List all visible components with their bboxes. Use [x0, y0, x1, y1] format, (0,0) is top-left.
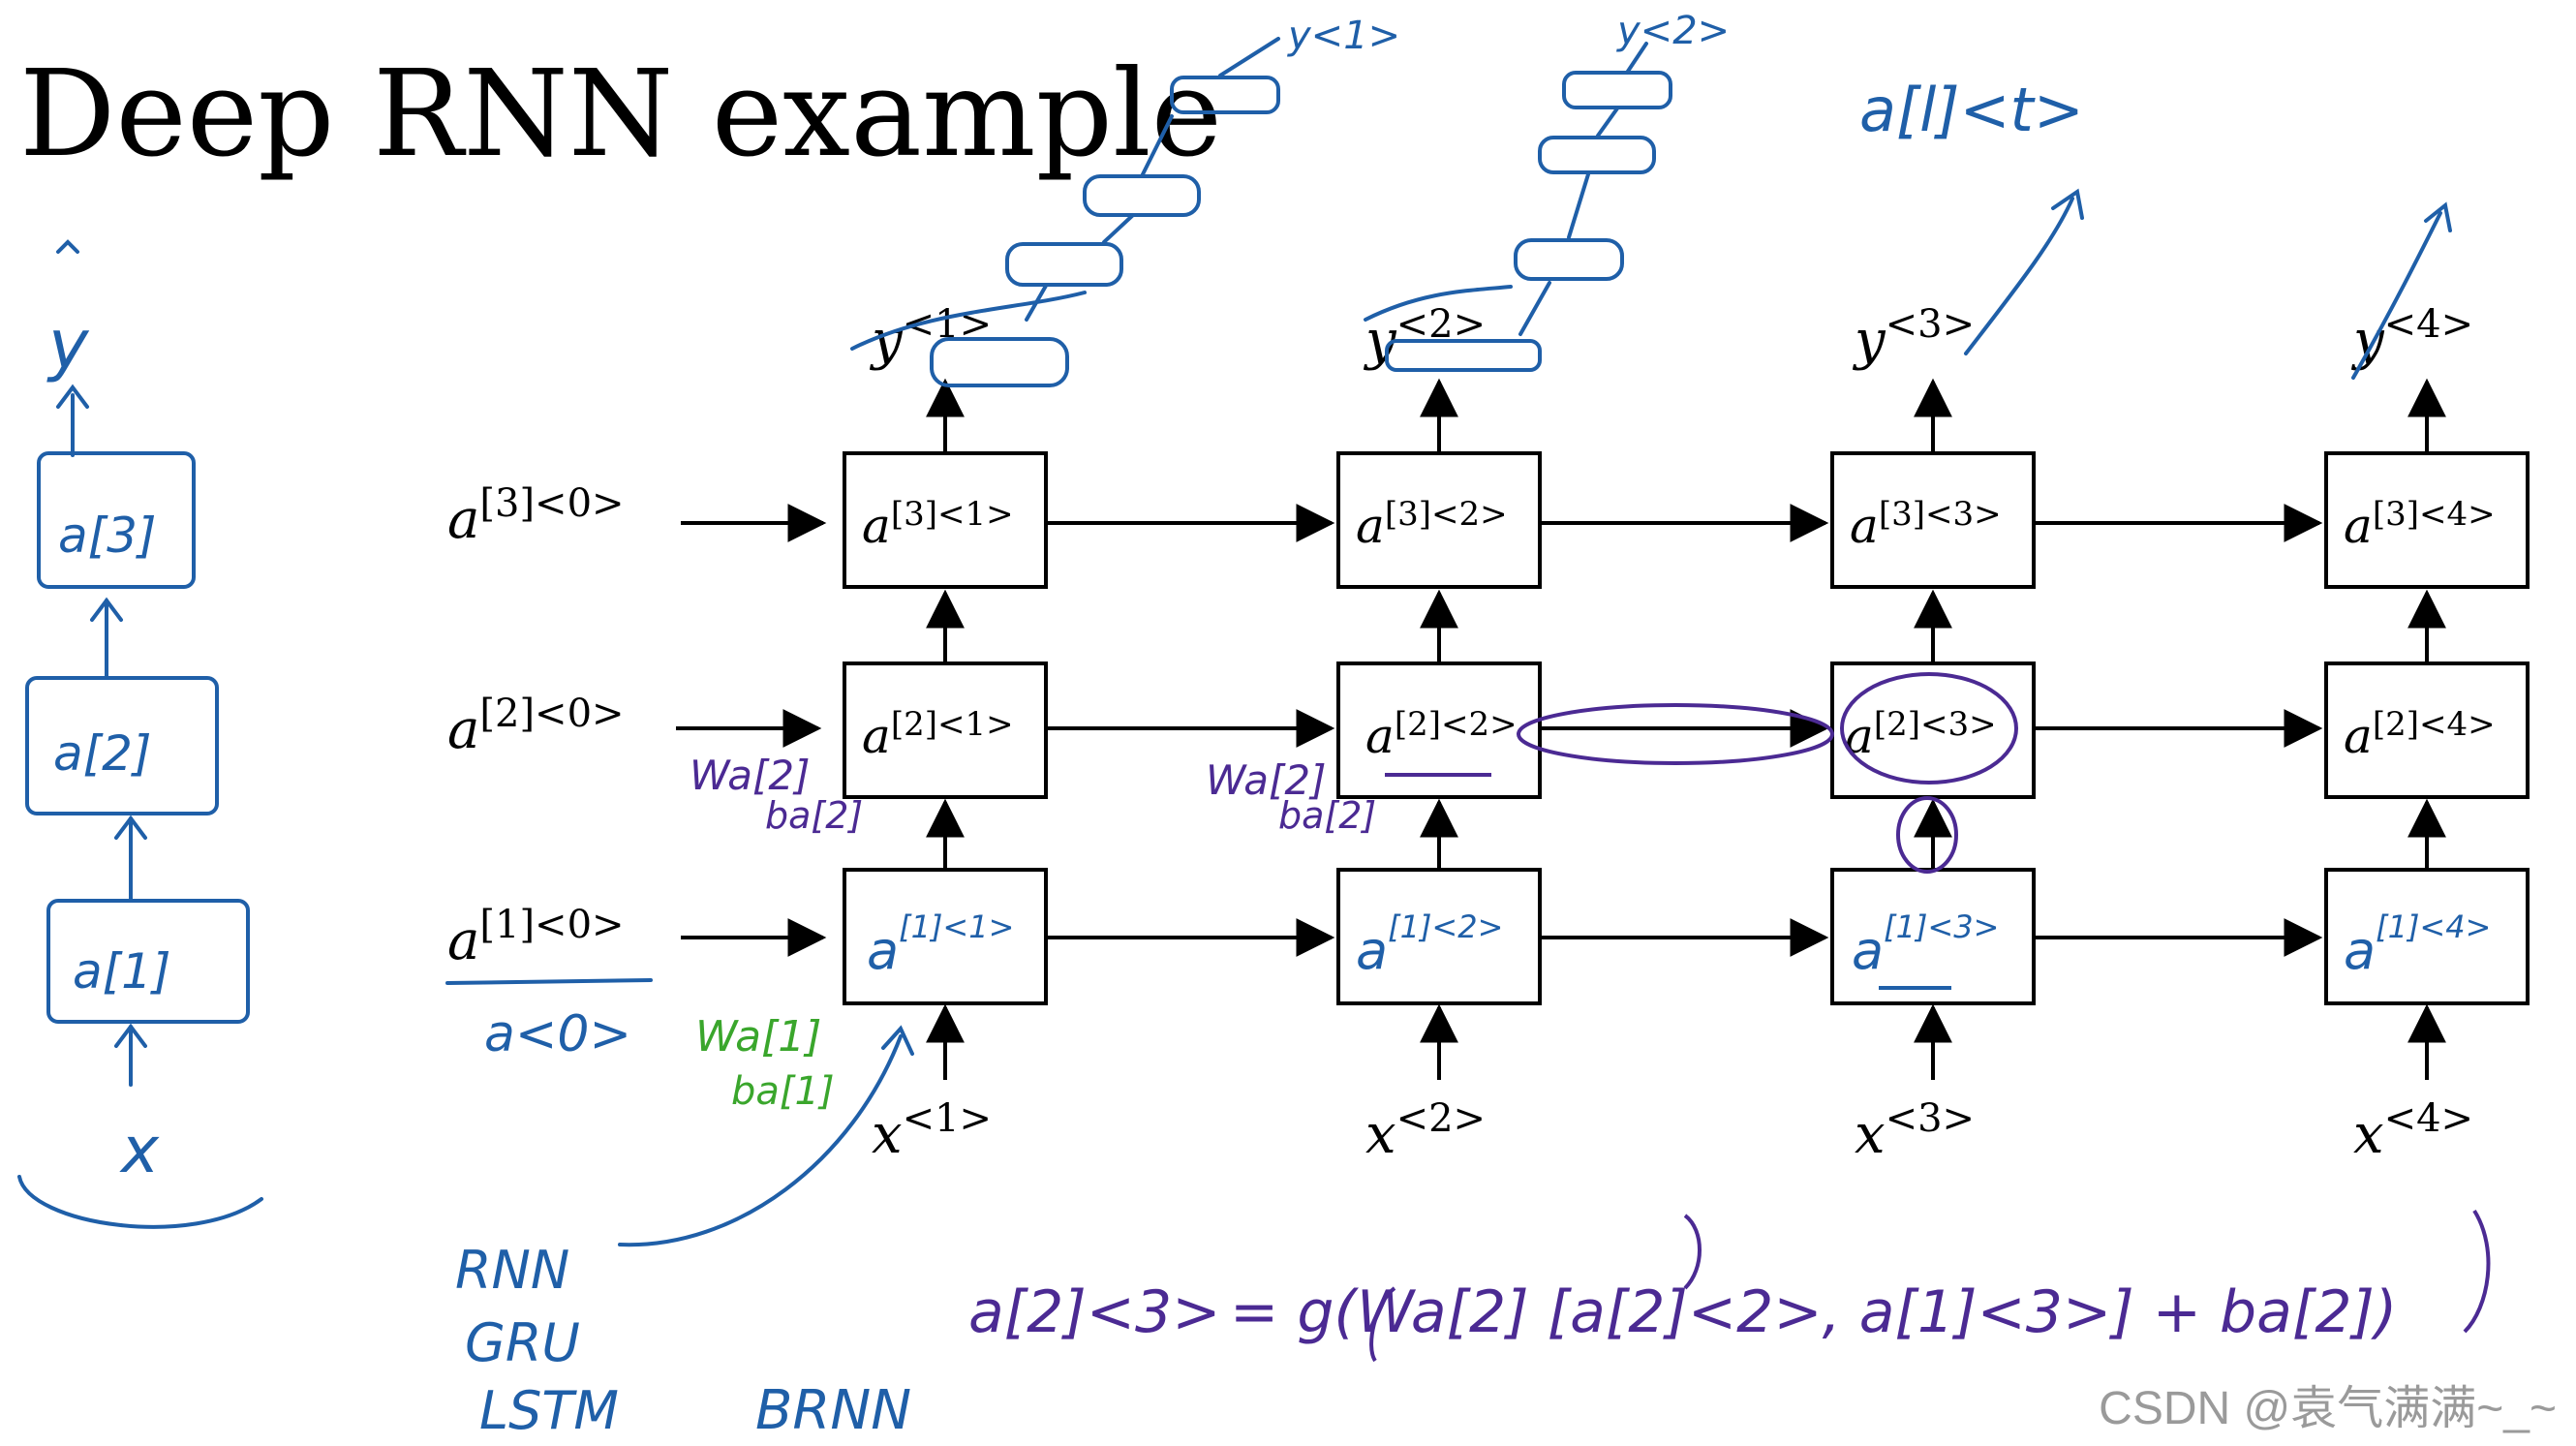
svg-text:a[2]<1>: a[2]<1> — [862, 705, 1014, 764]
cell-a3-4 — [2324, 451, 2530, 589]
svg-text:a[3]<1>: a[3]<1> — [862, 495, 1014, 554]
column-3: a[3]<3> a[2]<3> a[1]<3> y<3> x<3> — [1830, 302, 2036, 1166]
brnn-note: BRNN — [755, 1379, 911, 1442]
svg-text:a[1]<3>: a[1]<3> — [1852, 908, 1999, 981]
model-type-rnn: RNN — [455, 1240, 569, 1301]
svg-text:a[3]<2>: a[3]<2> — [1356, 495, 1508, 554]
svg-text:a[3]<4>: a[3]<4> — [2344, 495, 2496, 554]
cell-a3-3 — [1830, 451, 2036, 589]
cell-a2-4 — [2324, 661, 2530, 799]
cell-a3-2 — [1336, 451, 1542, 589]
x1-label: x<1> — [872, 1096, 992, 1166]
model-type-gru: GRU — [465, 1312, 580, 1373]
left-stack-y: y — [46, 305, 90, 385]
x2-label: x<2> — [1365, 1096, 1486, 1166]
svg-text:a[2]<2>: a[2]<2> — [1365, 705, 1518, 764]
left-stack-a2: a[2] — [53, 725, 151, 782]
a1-0-label: a[1]<0> — [447, 903, 625, 972]
a3-0-label: a[3]<0> — [447, 481, 625, 551]
equation-lhs: a[2]<3> — [968, 1278, 1220, 1346]
model-type-lstm: LSTM — [479, 1380, 619, 1441]
recurrent-connections — [1046, 504, 2323, 957]
page-title: Deep RNN example — [19, 45, 1222, 184]
purple-annotation-text: Wa[2] ba[2] Wa[2] ba[2] a[2]<3> = g(Wa[2… — [690, 752, 2397, 1346]
svg-text:a[2]<4>: a[2]<4> — [2344, 705, 2496, 764]
a2-0-label: a[2]<0> — [447, 692, 625, 761]
svg-text:a[1]<4>: a[1]<4> — [2344, 908, 2491, 981]
svg-text:a[1]<1>: a[1]<1> — [867, 908, 1014, 981]
b2-note-1: ba[2] — [765, 794, 863, 837]
w1-note: Wa[1] — [695, 1012, 821, 1061]
svg-text:a[1]<2>: a[1]<2> — [1356, 908, 1503, 981]
svg-text:a[3]<3>: a[3]<3> — [1850, 495, 2002, 554]
watermark: CSDN @袁气满满~_~ — [2099, 1383, 2557, 1434]
w2-note-1: Wa[2] — [690, 752, 810, 799]
left-stack-a3: a[3] — [58, 508, 156, 564]
cell-a1-4 — [2324, 868, 2530, 1005]
blue-annotations — [17, 37, 2452, 1247]
blue-annotation-text: a<0> a[l]<t> y<1> y<2> RNN GRU LSTM BRNN… — [46, 9, 2084, 1442]
top-right-note: a[l]<t> — [1859, 75, 2084, 145]
green-annotations: Wa[1] ba[1] — [695, 1012, 835, 1114]
y3-label: y<3> — [1852, 302, 1975, 372]
y-out-1-note: y<1> — [1287, 14, 1400, 58]
svg-text:a[2]<3>: a[2]<3> — [1845, 705, 1997, 764]
column-2: a[3]<2> a[2]<2> a[1]<2> y<2> x<2> — [1336, 302, 1542, 1166]
b2-note-2: ba[2] — [1278, 794, 1376, 837]
column-1: a[3]<1> a[2]<1> a[1]<1> y<1> x<1> — [843, 302, 1048, 1166]
equation-rhs: = g(Wa[2] [a[2]<2>, a[1]<3>] + ba[2]) — [1230, 1278, 2397, 1346]
left-stack-x: x — [119, 1113, 160, 1187]
b1-note: ba[1] — [731, 1069, 835, 1114]
column-4: a[3]<4> a[2]<4> a[1]<4> y<4> x<4> — [2324, 302, 2530, 1166]
y4-label: y<4> — [2350, 302, 2473, 372]
w2-note-2: Wa[2] — [1206, 756, 1326, 804]
initial-activations: a[3]<0> a[2]<0> a[1]<0> — [447, 481, 827, 972]
x4-label: x<4> — [2353, 1096, 2473, 1166]
a-sub-0-note: a<0> — [484, 1005, 631, 1063]
cell-a1-3 — [1830, 868, 2036, 1005]
y-out-2-note: y<2> — [1616, 9, 1730, 53]
x3-label: x<3> — [1855, 1096, 1975, 1166]
left-stack-a1: a[1] — [73, 943, 170, 1000]
purple-annotations — [1369, 672, 2491, 1363]
cell-a1-2 — [1336, 868, 1542, 1005]
cell-a3-1 — [843, 451, 1048, 589]
